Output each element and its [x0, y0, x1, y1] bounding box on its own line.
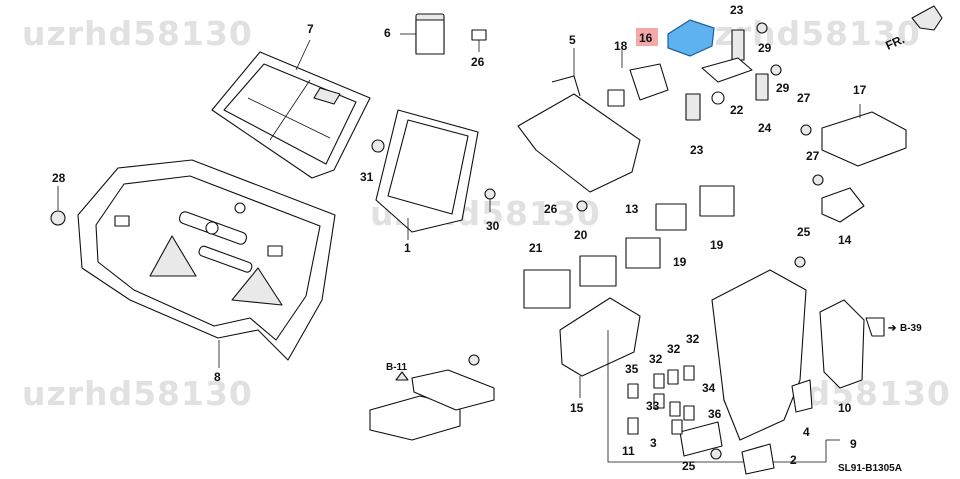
callout-20: 20 — [574, 228, 588, 242]
part-4-clip[interactable] — [791, 379, 813, 413]
callout-22: 22 — [730, 103, 744, 117]
part-27-screws[interactable] — [800, 124, 824, 186]
part-9-fuse-box[interactable] — [607, 269, 840, 463]
fuse-array-32-36[interactable] — [627, 365, 695, 435]
reference-b39: B-39 — [900, 323, 922, 334]
part-30-bolt[interactable] — [484, 188, 496, 212]
reference-arrow-b39 — [865, 317, 885, 337]
part-23-relay-bottom[interactable] — [685, 93, 701, 121]
reference-arrow-b11 — [395, 371, 409, 381]
watermark-text: uzrhd58130 — [22, 14, 253, 53]
callout-25: 25 — [682, 459, 696, 473]
callout-23: 23 — [730, 3, 744, 17]
part-28-nut[interactable] — [50, 186, 66, 226]
part-21-relay[interactable] — [523, 269, 571, 309]
part-14-bracket[interactable] — [821, 187, 865, 223]
callout-6: 6 — [384, 26, 391, 40]
part-13-relay[interactable] — [625, 237, 661, 269]
callout-29: 29 — [776, 81, 790, 95]
part-17-control-box[interactable] — [821, 104, 907, 167]
callout-19: 19 — [673, 255, 687, 269]
callout-21: 21 — [529, 241, 543, 255]
part-8-mounting-bracket[interactable] — [77, 159, 336, 368]
part-16-highlighted-component[interactable] — [636, 19, 715, 57]
part-26-screw[interactable] — [471, 29, 487, 52]
part-26-bolt-mid[interactable] — [576, 200, 588, 212]
callout-36: 36 — [708, 407, 722, 421]
watermark-text: uzrhd58130 — [22, 374, 253, 413]
callout-8: 8 — [214, 370, 221, 384]
callout-25: 25 — [797, 225, 811, 239]
callout-2: 2 — [790, 453, 797, 467]
callout-27: 27 — [806, 149, 820, 163]
diagram-code: SL91-B1305A — [838, 463, 902, 474]
callout-27: 27 — [797, 91, 811, 105]
part-2-clip[interactable] — [741, 443, 775, 475]
part-11-fuse[interactable] — [627, 417, 639, 435]
reference-b11: B-11 — [386, 362, 408, 373]
part-22-clip[interactable] — [701, 57, 753, 83]
part-18-connector[interactable] — [607, 50, 669, 107]
callout-16: 16 — [639, 31, 653, 45]
callout-18: 18 — [614, 39, 628, 53]
part-25-bolt[interactable] — [710, 256, 806, 460]
part-24-relay[interactable] — [755, 73, 769, 101]
part-10-cover[interactable] — [819, 299, 865, 389]
callout-32: 32 — [667, 342, 681, 356]
part-23-relay-top[interactable] — [731, 29, 745, 61]
callout-11: 11 — [622, 444, 635, 458]
callout-3: 3 — [650, 436, 657, 450]
callout-14: 14 — [838, 233, 852, 247]
callout-13: 13 — [625, 202, 639, 216]
callout-19: 19 — [710, 238, 724, 252]
callout-numbers: 7 6 26 5 18 16 23 29 29 22 24 23 27 17 2… — [52, 3, 867, 473]
callout-10: 10 — [838, 401, 852, 415]
part-3-clip[interactable] — [679, 421, 723, 457]
part-31-bolt[interactable] — [371, 139, 385, 153]
callout-9: 9 — [850, 437, 857, 451]
callout-26: 26 — [471, 55, 485, 69]
part-20-relay[interactable] — [579, 255, 617, 287]
callout-24: 24 — [758, 121, 772, 135]
callout-32: 32 — [686, 332, 700, 346]
part-1-control-module[interactable] — [375, 109, 479, 240]
callout-31: 31 — [360, 170, 374, 184]
part-5-unit[interactable] — [517, 48, 641, 193]
callout-1: 1 — [404, 241, 411, 255]
callout-34: 34 — [702, 381, 716, 395]
callout-33: 33 — [646, 399, 660, 413]
part-6-relay[interactable] — [400, 13, 445, 55]
reference-b39-arrow: ➔ — [888, 323, 897, 334]
direction-arrow — [911, 5, 943, 31]
callout-15: 15 — [570, 401, 584, 415]
callout-35: 35 — [625, 362, 639, 376]
part-7-control-unit[interactable] — [211, 39, 371, 179]
callout-32: 32 — [649, 352, 663, 366]
part-29-screw[interactable] — [756, 22, 782, 76]
part-22-cap[interactable] — [711, 91, 725, 105]
callout-28: 28 — [52, 171, 66, 185]
callout-7: 7 — [307, 22, 314, 36]
part-19-relay[interactable] — [655, 185, 735, 231]
callout-5: 5 — [569, 33, 576, 47]
callout-4: 4 — [803, 425, 810, 439]
watermark-text: uzrhd58130 — [690, 14, 921, 53]
callout-29: 29 — [758, 41, 772, 55]
callout-23: 23 — [690, 143, 704, 157]
lower-module[interactable] — [369, 354, 495, 441]
part-15-unit[interactable] — [559, 297, 641, 398]
callout-30: 30 — [486, 219, 500, 233]
callout-17: 17 — [853, 83, 867, 97]
callout-26: 26 — [544, 202, 558, 216]
